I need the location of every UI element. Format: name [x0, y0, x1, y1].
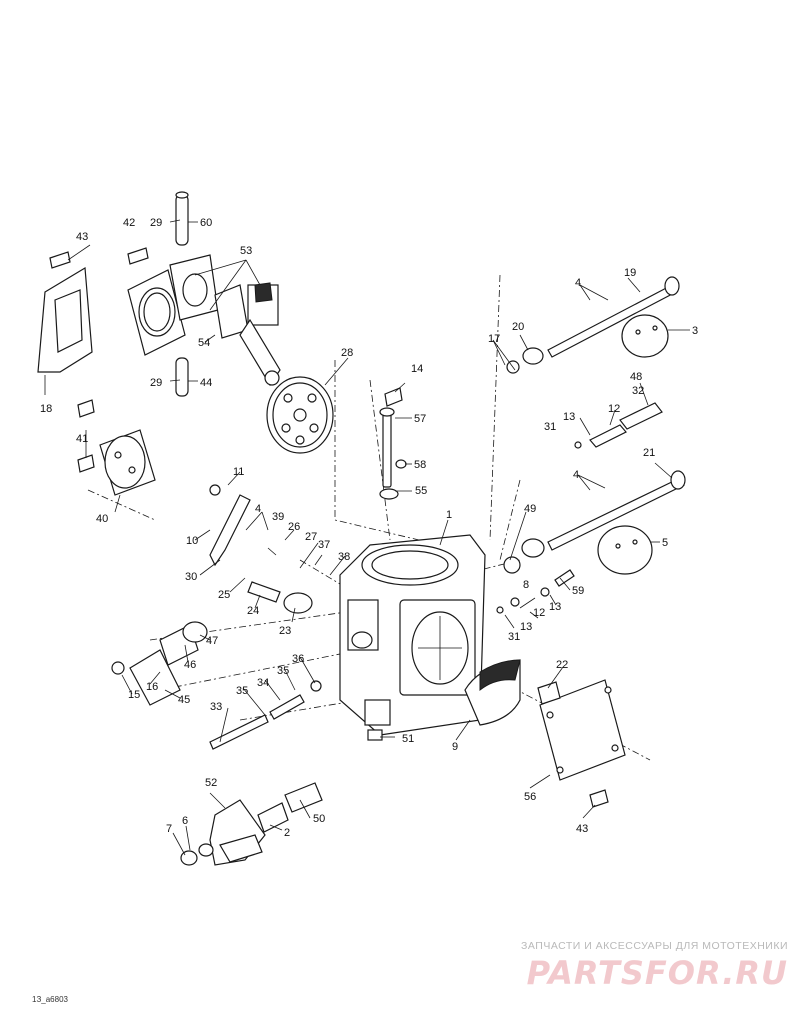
throttle-shaft-19: [506, 276, 680, 374]
callout-13: 13: [549, 601, 561, 613]
bracket-18: [37, 266, 93, 373]
diaphragm-28: [266, 376, 334, 454]
figure-code: 1З_a6803: [32, 995, 68, 1004]
callout-3: 3: [692, 325, 698, 337]
carburetor-body: [339, 534, 486, 741]
cover-40: [99, 429, 156, 496]
callout-6: 6: [182, 815, 188, 827]
callout-41: 41: [76, 433, 88, 445]
callout-43: 43: [76, 231, 88, 243]
callout-11: 11: [233, 466, 244, 478]
callout-13: 13: [563, 411, 575, 423]
callout-21: 21: [643, 447, 655, 459]
callout-34: 34: [257, 677, 269, 689]
choke-housing-53: [169, 254, 281, 387]
callout-19: 19: [624, 267, 636, 279]
callout-33: 33: [210, 701, 222, 713]
callout-17: 17: [488, 333, 500, 345]
callout-1: 1: [446, 509, 452, 521]
callout-44: 44: [200, 377, 212, 389]
callout-10: 10: [186, 535, 198, 547]
callout-40: 40: [96, 513, 108, 525]
callout-25: 25: [218, 589, 230, 601]
callout-56: 56: [524, 791, 536, 803]
callout-42: 42: [123, 217, 135, 229]
watermark-caption: ЗАПЧАСТИ И АКСЕССУАРЫ ДЛЯ МОТОТЕХНИКИ: [521, 940, 788, 952]
callout-32: 32: [632, 385, 644, 397]
lever-30: [209, 484, 251, 567]
callout-38: 38: [338, 551, 350, 563]
callout-8: 8: [523, 579, 529, 591]
watermark: ЗАПЧАСТИ И АКСЕССУАРЫ ДЛЯ МОТОТЕХНИКИ PA…: [488, 940, 788, 992]
callout-27: 27: [305, 531, 317, 543]
callout-50: 50: [313, 813, 325, 825]
callout-54: 54: [198, 337, 210, 349]
callout-51: 51: [402, 733, 414, 745]
cover-plate-56: [539, 679, 626, 781]
callout-55: 55: [415, 485, 427, 497]
callout-9: 9: [452, 741, 458, 753]
watermark-logo: PARTSFOR.RU: [526, 954, 788, 992]
throttle-lever-52: [180, 782, 323, 866]
callout-30: 30: [185, 571, 197, 583]
callout-24: 24: [247, 605, 259, 617]
callout-12: 12: [608, 403, 620, 415]
callout-4: 4: [255, 503, 261, 515]
callout-59: 59: [572, 585, 584, 597]
callout-labels: 1 2 3 4 4 4 5 6 7 8 9 10 11 12 12 13 13 …: [40, 217, 698, 839]
spring-12-13-assembly: [496, 402, 663, 614]
callout-18: 18: [40, 403, 52, 415]
callout-58: 58: [414, 459, 426, 471]
callout-37: 37: [318, 539, 330, 551]
callout-39: 39: [272, 511, 284, 523]
throttle-shaft-21: [503, 470, 686, 575]
callout-7: 7: [166, 823, 172, 835]
callout-53: 53: [240, 245, 252, 257]
callout-29: 29: [150, 217, 162, 229]
callout-4: 4: [573, 469, 579, 481]
plunger-60-44: [175, 191, 189, 397]
callout-23: 23: [279, 625, 291, 637]
callout-36: 36: [292, 653, 304, 665]
callout-16: 16: [146, 681, 158, 693]
needle-23-24: [247, 581, 313, 614]
callout-35: 35: [277, 665, 289, 677]
callout-13: 13: [520, 621, 532, 633]
callout-31: 31: [544, 421, 556, 433]
intake-flange-42: [127, 269, 186, 356]
callout-15: 15: [128, 689, 140, 701]
callout-46: 46: [184, 659, 196, 671]
callout-47: 47: [206, 635, 218, 647]
callout-4: 4: [575, 277, 581, 289]
screw-57-stack: [379, 407, 407, 500]
leader-lines: [44, 219, 690, 856]
callout-28: 28: [341, 347, 353, 359]
callout-12: 12: [533, 607, 545, 619]
callout-29: 29: [150, 377, 162, 389]
callout-49: 49: [524, 503, 536, 515]
callout-2: 2: [284, 827, 290, 839]
right-fasteners: [49, 247, 609, 808]
callout-22: 22: [556, 659, 568, 671]
callout-48: 48: [630, 371, 642, 383]
callout-26: 26: [288, 521, 300, 533]
cover-gasket-9: [464, 659, 521, 726]
callout-14: 14: [411, 363, 423, 375]
callout-31: 31: [508, 631, 520, 643]
callout-5: 5: [662, 537, 668, 549]
callout-57: 57: [414, 413, 426, 425]
callout-43: 43: [576, 823, 588, 835]
callout-52: 52: [205, 777, 217, 789]
callout-35: 35: [236, 685, 248, 697]
callout-60: 60: [200, 217, 212, 229]
callout-45: 45: [178, 694, 190, 706]
callout-20: 20: [512, 321, 524, 333]
